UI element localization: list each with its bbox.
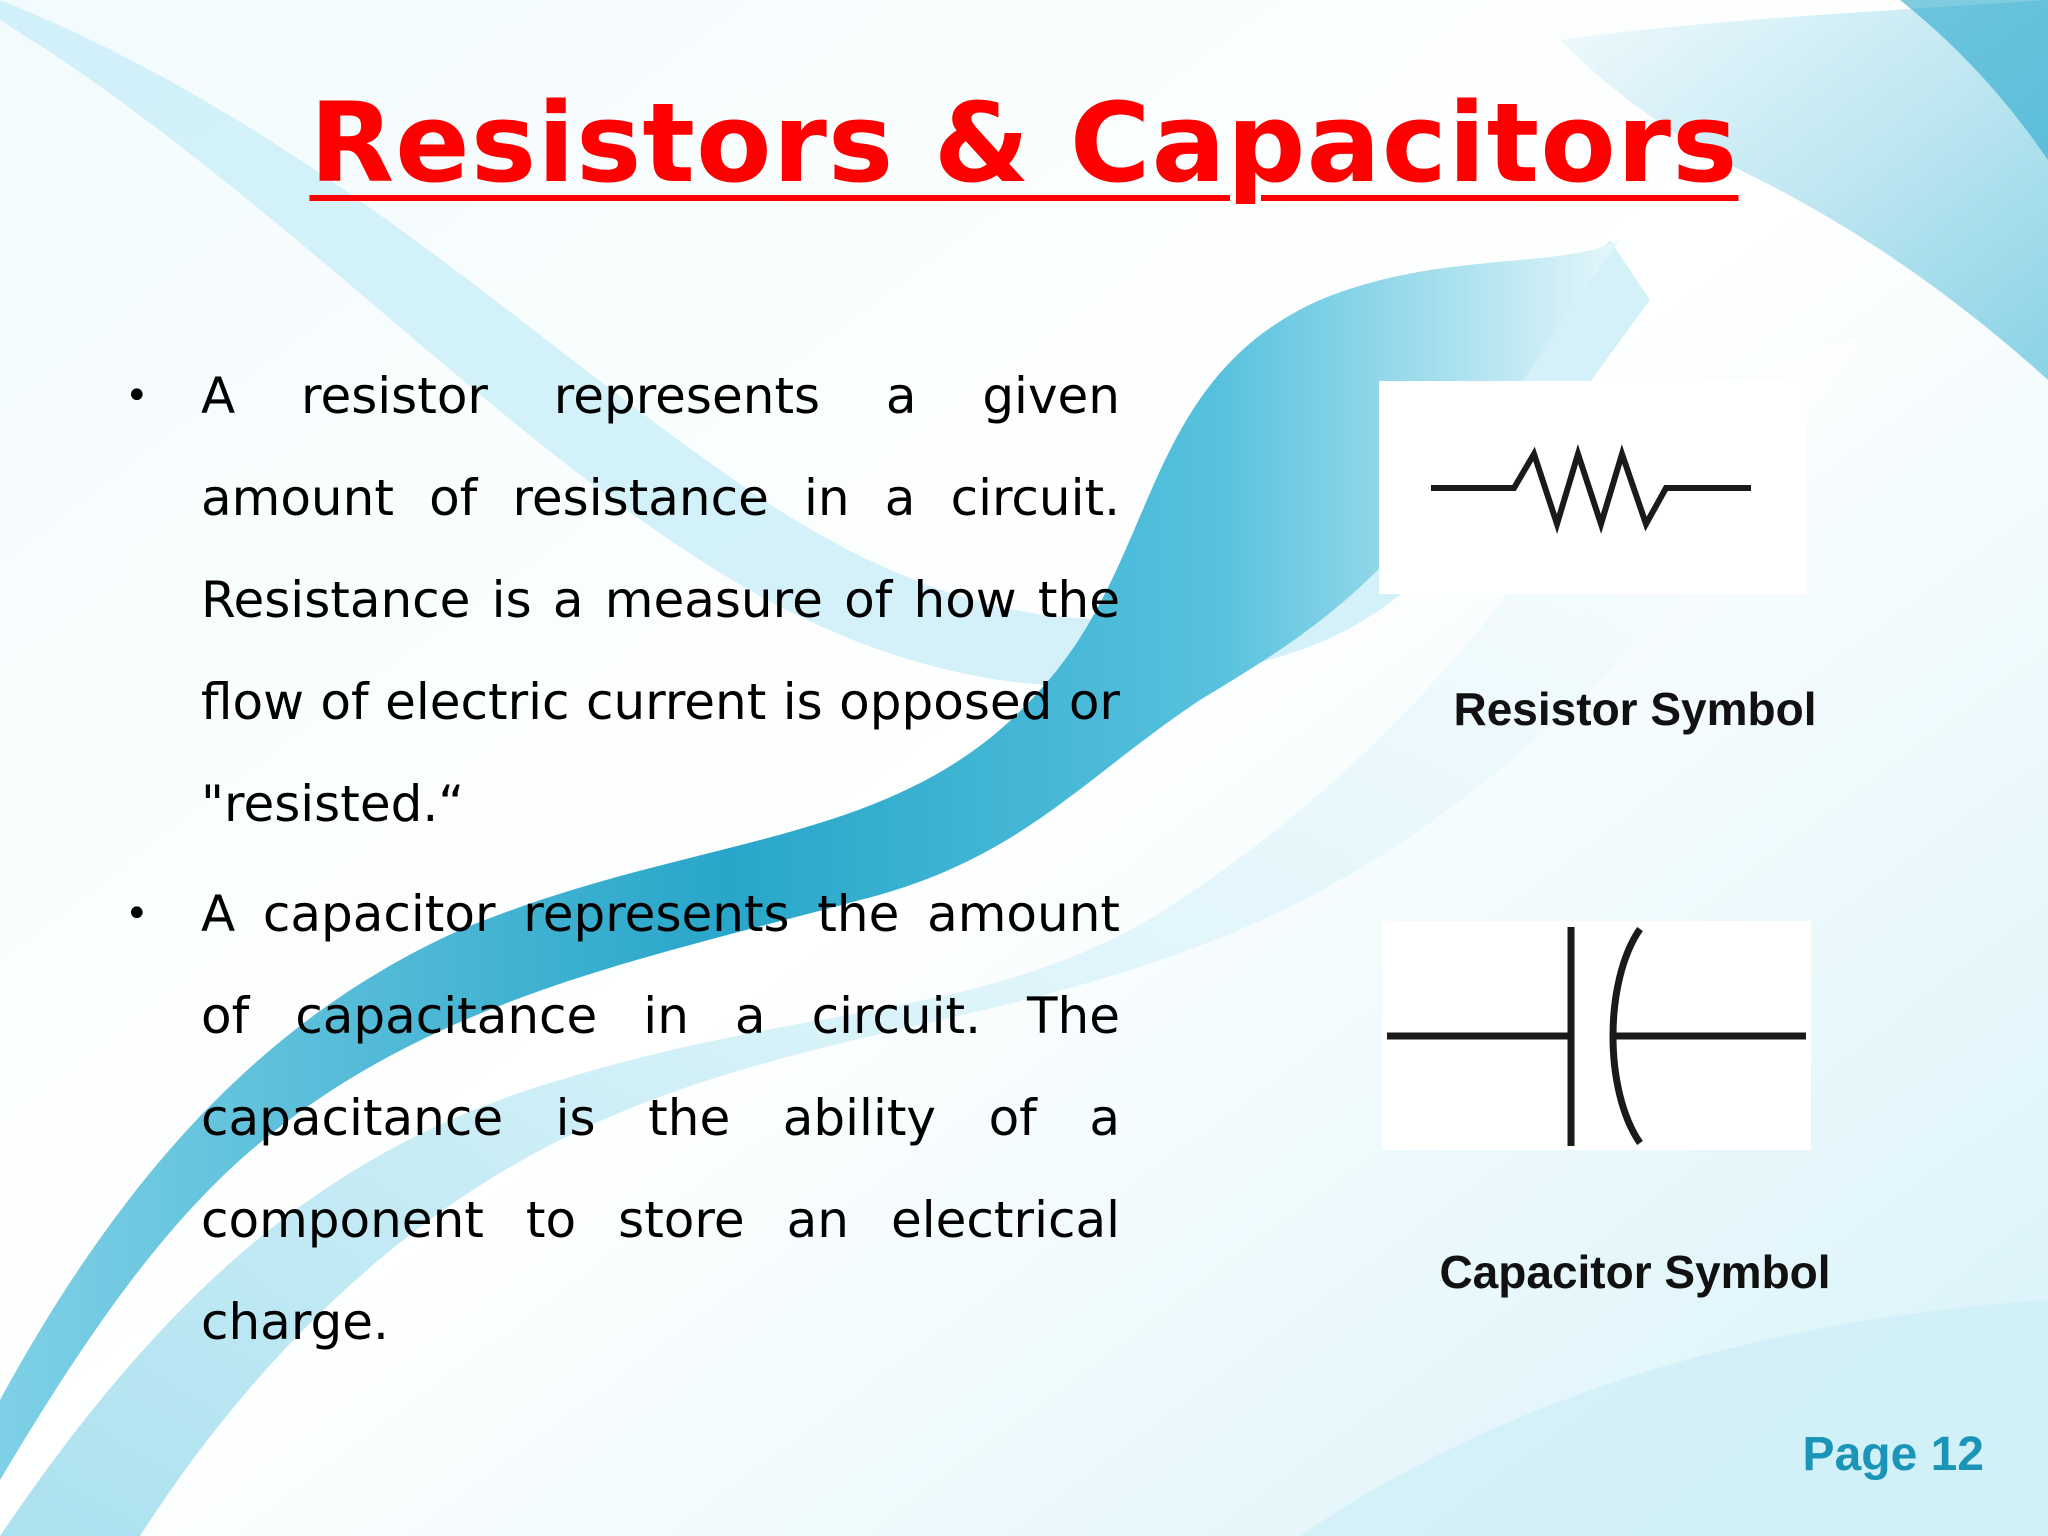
bullet-text-capacitor: A capacitor represents the amount of cap…: [201, 885, 1120, 1351]
capacitor-symbol-icon: [1387, 927, 1806, 1146]
bullet-item-resistor: • A resistor represents a given amount o…: [110, 345, 1120, 855]
bullet-dot-icon: •: [125, 891, 149, 937]
resistor-symbol-icon: [1431, 443, 1751, 535]
resistor-symbol-image: [1379, 381, 1806, 594]
slide-title: Resistors & Capacitors: [309, 79, 1739, 207]
bullet-text-resistor: A resistor represents a given amount of …: [201, 367, 1120, 833]
capacitor-symbol-image: [1382, 921, 1811, 1150]
bullet-list: • A resistor represents a given amount o…: [110, 345, 1120, 1381]
page-number: Page 12: [1802, 1428, 1984, 1481]
bullet-dot-icon: •: [125, 373, 149, 419]
capacitor-caption: Capacitor Symbol: [1439, 1246, 1831, 1298]
bullet-item-capacitor: • A capacitor represents the amount of c…: [110, 863, 1120, 1373]
resistor-caption: Resistor Symbol: [1453, 683, 1817, 735]
